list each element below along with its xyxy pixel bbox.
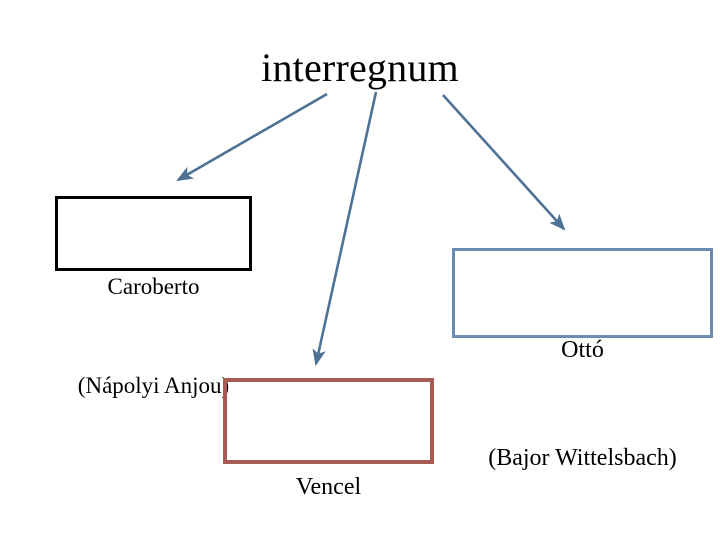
node-caroberto-line1: Caroberto — [107, 274, 200, 299]
node-otto-line2: (Bajor Wittelsbach) — [488, 445, 677, 471]
node-otto[interactable]: Ottó (Bajor Wittelsbach) — [452, 248, 713, 471]
node-otto-line1: Ottó — [561, 337, 604, 363]
arrow-to-vencel — [312, 91, 378, 367]
node-vencel-line1: Vencel — [295, 474, 362, 500]
page-title: interregnum — [261, 45, 459, 90]
node-caroberto[interactable]: Caroberto (Nápolyi Anjou) — [55, 196, 252, 398]
arrow-to-otto — [442, 94, 566, 231]
node-caroberto-line2: (Nápolyi Anjou) — [77, 373, 230, 398]
node-vencel[interactable]: Vencel (Cseh Premysl) — [223, 378, 434, 500]
arrow-to-caroberto — [176, 92, 328, 182]
